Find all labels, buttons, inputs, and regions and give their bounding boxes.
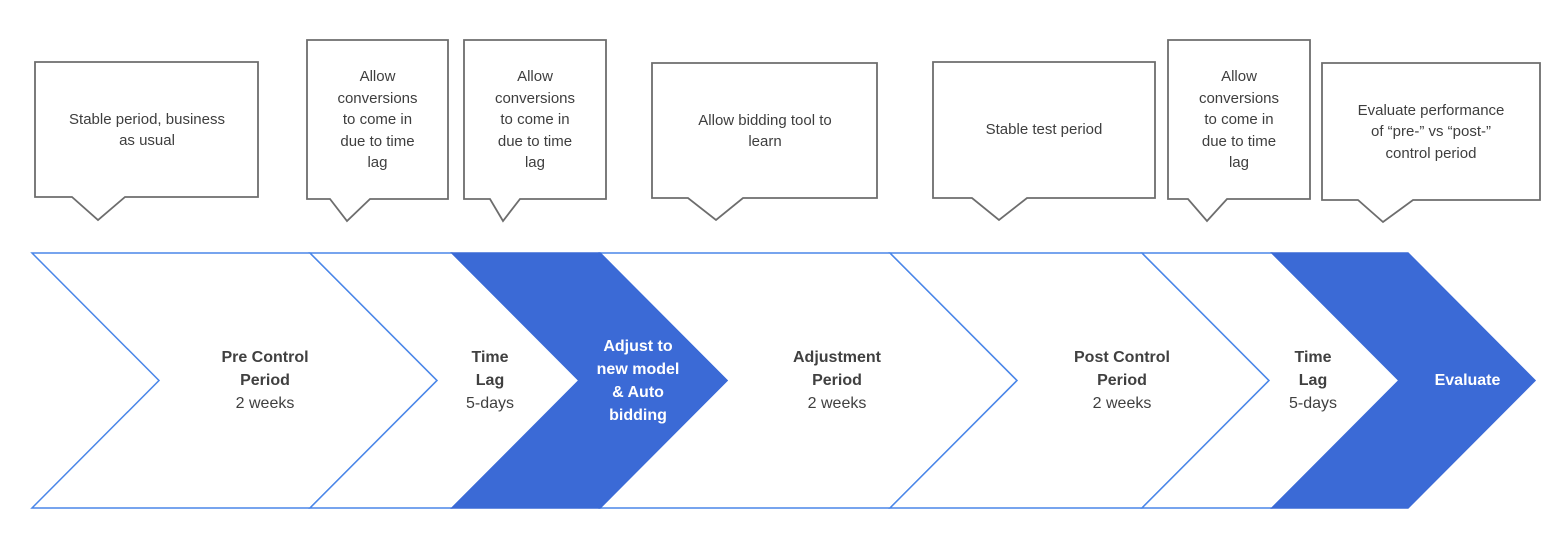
- callout-evaluate-performance-bubble: [1321, 62, 1541, 224]
- chevron-time-lag-1-title: Time Lag: [471, 349, 509, 389]
- chevron-adjustment-period-duration: 2 weeks: [807, 395, 867, 412]
- chevron-pre-control-period-duration: 2 weeks: [235, 395, 295, 412]
- callout-conversions-lag-3-text: Allow conversions to come in due to time…: [1198, 68, 1280, 172]
- callout-stable-test-text: Stable test period: [985, 121, 1103, 139]
- callout-stable-period-text: Stable period, business as usual: [69, 110, 225, 150]
- chevron-adjust-auto-bidding-shape: [450, 252, 729, 509]
- callout-bidding-tool-bubble: [651, 62, 878, 222]
- chevron-adjust-auto-bidding-title: Adjust to new model & Auto bidding: [596, 337, 680, 424]
- chevron-post-control-period-duration: 2 weeks: [1092, 395, 1152, 412]
- chevron-evaluate-title: Evaluate: [1434, 372, 1501, 389]
- chevron-time-lag-2-label: Time Lag 5-days: [1251, 253, 1375, 508]
- chevron-time-lag-1-duration: 5-days: [465, 395, 515, 412]
- callout-conversions-lag-1-text: Allow conversions to come in due to time…: [337, 68, 418, 172]
- chevron-pre-control-period-title: Pre Control Period: [221, 349, 309, 389]
- callout-conversions-lag-1-bubble: [306, 39, 449, 223]
- chevron-post-control-period-label: Post Control Period 2 weeks: [1042, 253, 1202, 508]
- chevron-adjustment-period-label: Adjustment Period 2 weeks: [757, 253, 917, 508]
- callout-conversions-lag-2-bubble: [463, 39, 607, 223]
- chevron-adjust-auto-bidding-label: Adjust to new model & Auto bidding: [574, 253, 702, 508]
- callout-conversions-lag-3-bubble: [1167, 39, 1311, 223]
- chevron-adjustment-period-title: Adjustment Period: [793, 349, 881, 389]
- callout-stable-period-bubble: [34, 61, 259, 222]
- chevron-evaluate-shape: [1270, 252, 1537, 509]
- chevron-time-lag-2-duration: 5-days: [1288, 395, 1338, 412]
- callout-bidding-tool-text: Allow bidding tool to learn: [698, 111, 832, 151]
- chevron-time-lag-2-title: Time Lag: [1294, 349, 1332, 389]
- chevron-pre-control-period-label: Pre Control Period 2 weeks: [150, 253, 380, 508]
- callout-conversions-lag-2-text: Allow conversions to come in due to time…: [494, 68, 576, 172]
- chevron-post-control-period-title: Post Control Period: [1074, 349, 1170, 389]
- chevron-time-lag-1-label: Time Lag 5-days: [428, 253, 552, 508]
- chevron-evaluate-label: Evaluate: [1395, 253, 1540, 508]
- callout-evaluate-performance-text: Evaluate performance of “pre-” vs “post-…: [1357, 101, 1505, 162]
- callout-stable-test-bubble: [932, 61, 1156, 222]
